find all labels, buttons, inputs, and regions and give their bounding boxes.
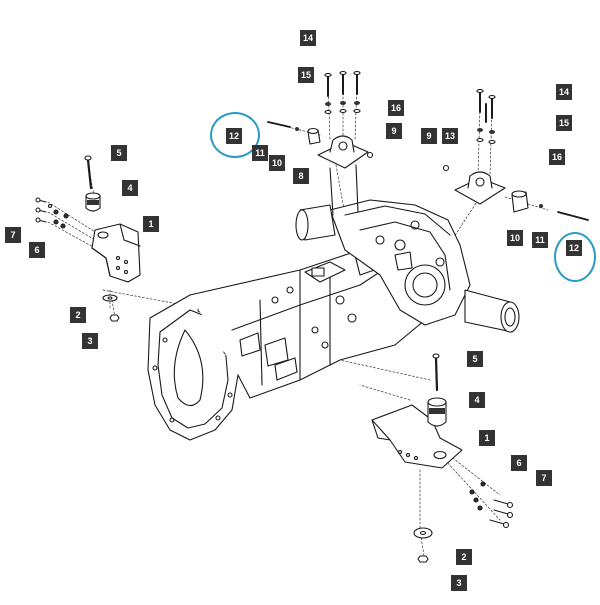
callout-7: 7 bbox=[536, 470, 552, 486]
callout-11: 11 bbox=[252, 145, 268, 161]
left-washer bbox=[102, 294, 118, 302]
callout-14: 14 bbox=[300, 30, 316, 46]
left-mount-bracket bbox=[91, 223, 141, 283]
left-nut bbox=[109, 314, 120, 322]
callout-12: 12 bbox=[226, 128, 242, 144]
callout-2: 2 bbox=[456, 549, 472, 565]
right-rubber-mount bbox=[427, 397, 447, 427]
callout-16: 16 bbox=[388, 100, 404, 116]
right-washer bbox=[413, 527, 433, 539]
callout-14: 14 bbox=[556, 84, 572, 100]
right-pin-hardware bbox=[511, 190, 589, 221]
callout-15: 15 bbox=[556, 115, 572, 131]
right-small-bolts bbox=[469, 481, 514, 529]
right-nut bbox=[417, 555, 429, 563]
callout-8: 8 bbox=[293, 168, 309, 184]
callout-6: 6 bbox=[511, 455, 527, 471]
transmission-housing bbox=[147, 199, 520, 441]
callout-10: 10 bbox=[269, 155, 285, 171]
highlight-ring-left bbox=[210, 112, 260, 158]
right-bolts bbox=[442, 88, 496, 172]
callout-9: 9 bbox=[421, 128, 437, 144]
callout-3: 3 bbox=[82, 333, 98, 349]
left-mount-bolt bbox=[84, 155, 93, 190]
left-pin-hardware bbox=[267, 121, 374, 159]
callout-2: 2 bbox=[70, 307, 86, 323]
callout-13: 13 bbox=[442, 128, 458, 144]
callout-12: 12 bbox=[566, 240, 582, 256]
left-small-bolts bbox=[35, 197, 69, 229]
right-support-bracket bbox=[454, 171, 506, 205]
callout-1: 1 bbox=[479, 430, 495, 446]
callout-5: 5 bbox=[111, 145, 127, 161]
callout-1: 1 bbox=[143, 216, 159, 232]
highlight-ring-right bbox=[554, 232, 596, 282]
callout-3: 3 bbox=[451, 575, 467, 591]
callout-16: 16 bbox=[549, 149, 565, 165]
callout-9: 9 bbox=[386, 123, 402, 139]
top-support-bracket bbox=[317, 135, 369, 216]
callout-5: 5 bbox=[467, 351, 483, 367]
right-mount-bracket bbox=[371, 404, 463, 469]
callout-6: 6 bbox=[29, 242, 45, 258]
callout-15: 15 bbox=[298, 67, 314, 83]
callout-10: 10 bbox=[507, 230, 523, 246]
top-bolts-left bbox=[324, 70, 361, 115]
right-mount-bolt bbox=[432, 353, 440, 392]
left-rubber-mount bbox=[85, 192, 101, 212]
callout-11: 11 bbox=[532, 232, 548, 248]
callout-4: 4 bbox=[469, 392, 485, 408]
callout-4: 4 bbox=[122, 180, 138, 196]
callout-7: 7 bbox=[5, 227, 21, 243]
